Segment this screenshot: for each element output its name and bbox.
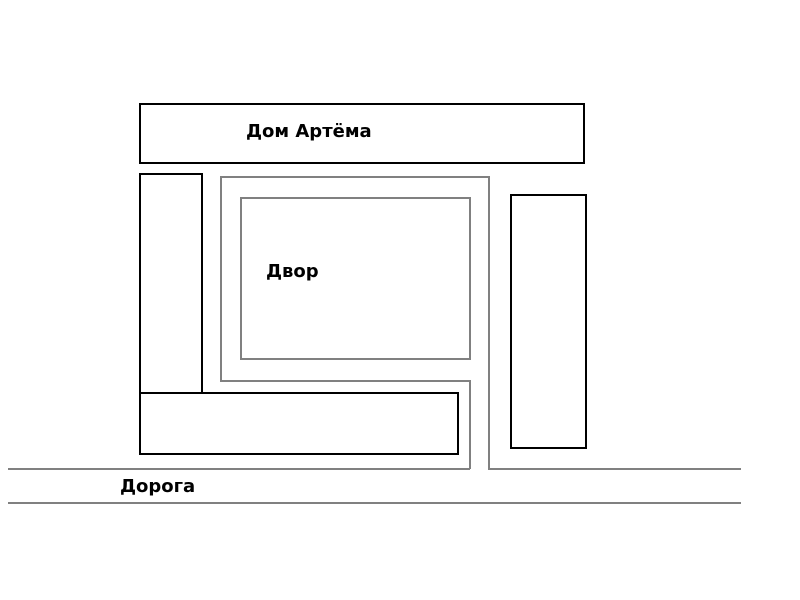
left-building	[139, 173, 203, 394]
house-label: Дом Артёма	[246, 121, 372, 142]
artem-house-building	[139, 103, 585, 164]
bottom-building	[139, 392, 459, 455]
yard-area	[240, 197, 471, 360]
road-label: Дорога	[120, 476, 196, 497]
yard-label: Двор	[266, 261, 319, 282]
path-left-outline	[220, 176, 741, 470]
right-building	[510, 194, 587, 449]
